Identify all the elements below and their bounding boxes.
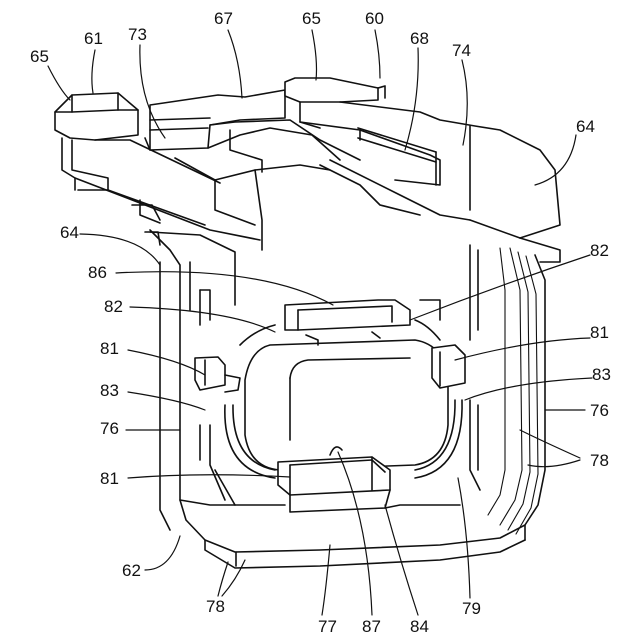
- label-64-left: 64: [60, 223, 79, 242]
- label-76-right: 76: [590, 401, 609, 420]
- label-81-right: 81: [590, 323, 609, 342]
- label-82-left: 82: [104, 297, 123, 316]
- label-86: 86: [88, 263, 107, 282]
- label-65-left: 65: [30, 47, 49, 66]
- label-84: 84: [410, 617, 429, 636]
- outer-shell: [145, 230, 545, 568]
- label-83-left: 83: [100, 381, 119, 400]
- label-77: 77: [318, 617, 337, 636]
- label-79: 79: [462, 599, 481, 618]
- label-68: 68: [410, 29, 429, 48]
- label-87: 87: [362, 617, 381, 636]
- label-64-right: 64: [576, 117, 595, 136]
- label-65: 65: [302, 9, 321, 28]
- upper-housing: [55, 78, 560, 262]
- label-67: 67: [214, 9, 233, 28]
- label-81-bottom: 81: [100, 469, 119, 488]
- label-78-right: 78: [590, 451, 609, 470]
- latches: [195, 300, 465, 512]
- label-61: 61: [84, 29, 103, 48]
- label-81-left: 81: [100, 339, 119, 358]
- label-73: 73: [128, 25, 147, 44]
- label-78-bottom: 78: [206, 597, 225, 616]
- label-82-right: 82: [590, 241, 609, 260]
- label-76-left: 76: [100, 419, 119, 438]
- label-83-right: 83: [592, 365, 611, 384]
- label-74: 74: [452, 41, 471, 60]
- label-62: 62: [122, 561, 141, 580]
- label-60: 60: [365, 9, 384, 28]
- inner-cavity: [225, 320, 462, 478]
